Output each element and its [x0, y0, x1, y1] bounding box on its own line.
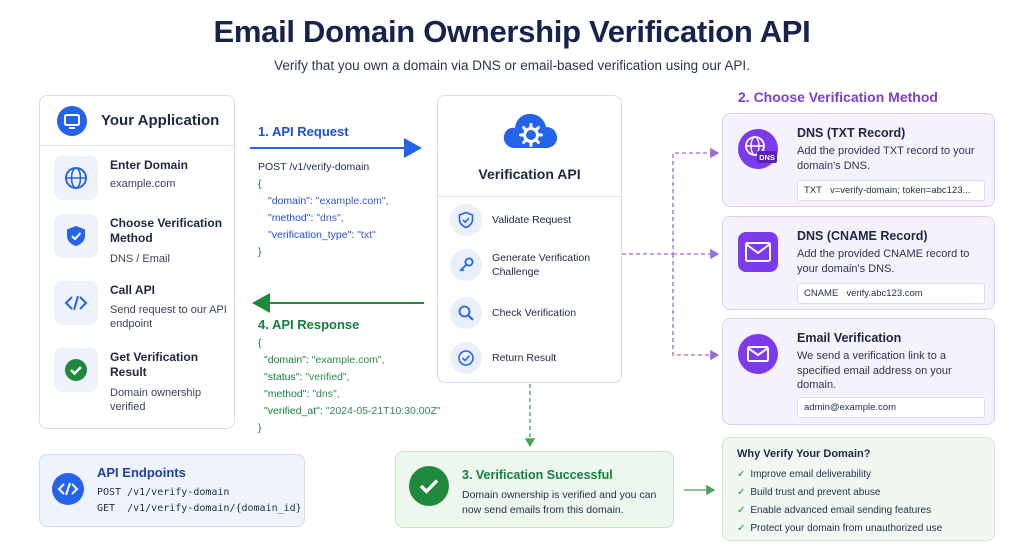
code-icon	[64, 295, 88, 311]
list-item: ✓Protect your domain from unauthorized u…	[737, 523, 943, 534]
globe-dns-icon: DNS	[738, 129, 778, 169]
application-panel: Your Application Enter Domain example.co…	[39, 95, 235, 429]
endpoint-get: GET /v1/verify-domain/{domain_id}	[97, 503, 302, 514]
monitor-icon	[57, 106, 87, 136]
api-step-return: Return Result	[450, 342, 618, 374]
check-icon: ✓	[737, 487, 746, 498]
api-step-validate: Validate Request	[450, 204, 618, 236]
code-icon	[52, 473, 84, 505]
envelope-icon	[738, 232, 778, 272]
cloud-gear-icon	[503, 113, 557, 148]
verification-api-panel: Verification API Validate Request Genera…	[437, 95, 622, 383]
page-subtitle: Verify that you own a domain via DNS or …	[274, 58, 750, 73]
shield-icon	[67, 226, 85, 246]
key-icon	[459, 257, 474, 272]
method-dns-txt: DNS DNS (TXT Record) Add the provided TX…	[722, 113, 995, 207]
check-icon: ✓	[737, 523, 746, 534]
methods-title: 2. Choose Verification Method	[738, 89, 938, 105]
why-verify-panel: Why Verify Your Domain? ✓Improve email d…	[722, 437, 995, 541]
request-line: POST /v1/verify-domain	[258, 161, 370, 173]
api-endpoints-title: API Endpoints	[97, 465, 186, 480]
api-endpoints-panel: API Endpoints POST /v1/verify-domain GET…	[39, 454, 305, 527]
api-step-check: Check Verification	[450, 297, 618, 329]
endpoint-post: POST /v1/verify-domain	[97, 487, 230, 498]
shield-check-icon	[458, 211, 474, 229]
method-connector-email	[672, 254, 720, 361]
list-item: ✓Improve email deliverability	[737, 469, 871, 480]
request-code: POST /v1/verify-domain { "domain": "exam…	[258, 161, 389, 258]
search-icon	[458, 305, 474, 321]
svg-text:DNS: DNS	[759, 153, 775, 162]
page-title: Email Domain Ownership Verification API	[213, 14, 811, 49]
check-circle-icon	[409, 466, 449, 506]
method-dns-cname: DNS (CNAME Record) Add the provided CNAM…	[722, 216, 995, 310]
application-title: Your Application	[101, 112, 220, 129]
check-circle-icon	[458, 350, 474, 366]
response-code: { "domain": "example.com", "status": "ve…	[258, 337, 441, 434]
api-response-label: 4. API Response	[258, 317, 360, 332]
envelope-icon	[738, 334, 778, 374]
method-email: Email Verification We send a verificatio…	[722, 318, 995, 425]
check-circle-icon	[65, 359, 87, 381]
check-icon: ✓	[737, 505, 746, 516]
api-step-generate: Generate Verification Challenge	[450, 249, 618, 281]
api-request-label: 1. API Request	[258, 124, 349, 139]
verification-api-title: Verification API	[478, 166, 581, 182]
globe-icon	[65, 167, 87, 189]
method-connector-txt	[622, 147, 720, 255]
list-item: ✓Build trust and prevent abuse	[737, 487, 881, 498]
email-address-value[interactable]: admin@example.com	[797, 397, 985, 418]
check-icon: ✓	[737, 469, 746, 480]
list-item: ✓Enable advanced email sending features	[737, 505, 932, 516]
verification-success-panel: 3. Verification Successful Domain owners…	[395, 451, 674, 528]
